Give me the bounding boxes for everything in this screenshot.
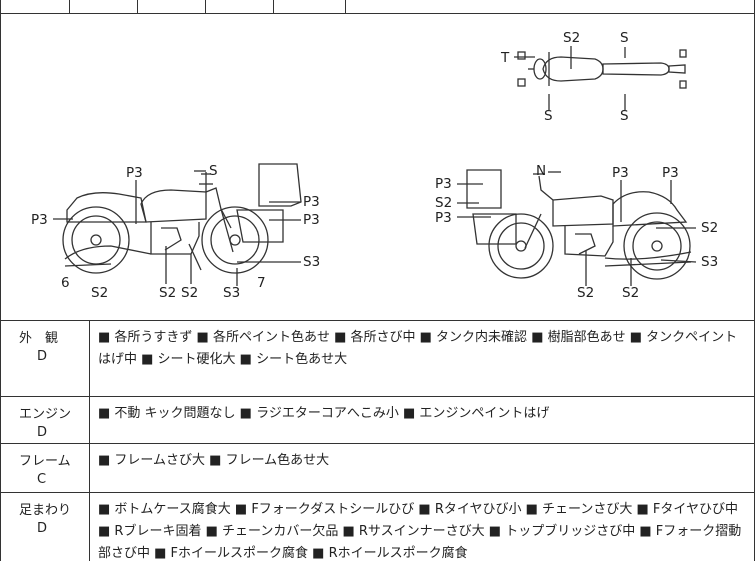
label-left-S3-b: S3 [223,285,240,301]
top-view-motorcycle [517,49,687,89]
label-left-S2-c: S2 [181,285,198,301]
row-notes: ■ 各所うすきず ■ 各所ペイント色あせ ■ 各所さび中 ■ タンク内未確認 ■… [98,330,738,367]
category-name: エンジン [19,407,72,422]
left-side-motorcycle [62,163,302,274]
row-footwork: 足まわり D ■ ボトムケース腐食大 ■ Fフォークダストシールひび ■ Rタイ… [1,493,754,561]
row-category: フレーム C [1,444,90,492]
header-cell [205,0,274,13]
label-top-S-br: S [620,108,629,124]
label-right-S2-l: S2 [435,195,452,211]
label-right-N: N [536,163,546,179]
row-exterior: 外 観 D ■ 各所うすきず ■ 各所ペイント色あせ ■ 各所さび中 ■ タンク… [1,321,754,397]
category-name: フレーム [19,454,71,469]
label-right-P3-a: P3 [612,165,629,181]
category-name: 足まわり [19,503,72,518]
label-left-P3-front: P3 [31,212,48,228]
label-top-S-bl: S [544,108,553,124]
label-left-7: 7 [257,275,266,291]
label-top-S-tr: S [620,30,629,46]
label-left-S2-b: S2 [159,285,176,301]
category-grade: C [37,472,47,487]
label-right-S2-r: S2 [701,220,718,236]
label-right-S3-r: S3 [701,254,718,270]
row-frame: フレーム C ■ フレームさび大 ■ フレーム色あせ大 [1,444,754,493]
label-left-P3-r2: P3 [303,212,320,228]
row-category: エンジン D [1,397,90,443]
category-grade: D [37,349,48,364]
header-cell [137,0,206,13]
label-right-P3-b: P3 [662,165,679,181]
label-left-P3-r1: P3 [303,194,320,210]
label-left-S2-a: S2 [91,285,108,301]
row-notes: ■ 不動 キック問題なし ■ ラジエターコアへこみ小 ■ エンジンペイントはげ [98,406,550,421]
label-right-S2-b1: S2 [577,285,594,301]
label-top-T: T [500,50,510,66]
label-left-6: 6 [61,275,70,291]
damage-diagram: T S2 S S S P3 S P3 P3 P3 S3 6 7 S2 S2 S2… [1,14,754,321]
label-right-P3-l2: P3 [435,210,452,226]
row-category: 足まわり D [1,493,90,561]
header-strip [1,0,754,14]
row-engine: エンジン D ■ 不動 キック問題なし ■ ラジエターコアへこみ小 ■ エンジン… [1,397,754,444]
right-side-motorcycle [466,169,692,280]
header-cell [1,0,70,13]
label-left-S3-r: S3 [303,254,320,270]
label-left-S-bar: S [209,163,218,179]
label-right-P3-l1: P3 [435,176,452,192]
header-cell [69,0,138,13]
label-left-P3-tank: P3 [126,165,143,181]
leader-lines [53,46,697,286]
label-right-S2-b2: S2 [622,285,639,301]
label-top-S2: S2 [563,30,580,46]
motorcycle-diagram-svg: T S2 S S S P3 S P3 P3 P3 S3 6 7 S2 S2 S2… [31,30,718,301]
row-notes: ■ ボトムケース腐食大 ■ Fフォークダストシールひび ■ Rタイヤひび小 ■ … [98,502,742,561]
category-grade: D [37,521,48,536]
header-cell [273,0,346,13]
row-notes: ■ フレームさび大 ■ フレーム色あせ大 [98,453,330,468]
category-grade: D [37,425,48,440]
category-name: 外 観 [19,331,59,346]
row-category: 外 観 D [1,321,90,396]
